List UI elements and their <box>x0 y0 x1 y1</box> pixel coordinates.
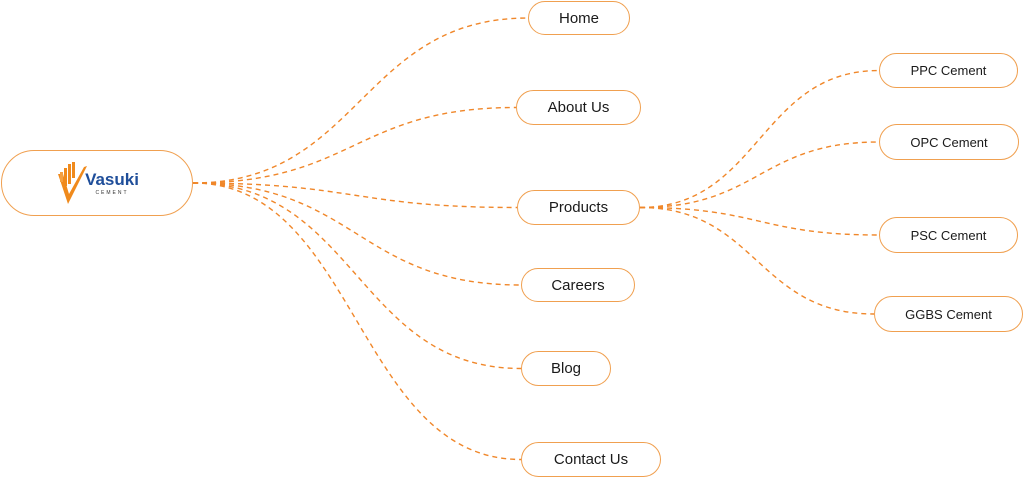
product-node-psc-cement[interactable]: PSC Cement <box>879 217 1018 253</box>
connector-products-to-ppc-cement <box>639 69 880 209</box>
node-label: Blog <box>550 360 582 377</box>
node-label: PPC Cement <box>910 63 987 78</box>
product-node-ppc-cement[interactable]: PPC Cement <box>879 53 1018 88</box>
connector-products-to-opc-cement <box>639 141 880 209</box>
brand-name: Vasuki <box>85 169 139 189</box>
node-label: OPC Cement <box>910 134 988 150</box>
vasuki-logo: Vasuki CEMENT <box>55 160 139 206</box>
connector-root-to-blog <box>192 182 522 370</box>
node-label: Home <box>558 9 599 27</box>
connector-products-to-psc-cement <box>639 206 880 236</box>
menu-node-about-us[interactable]: About Us <box>516 90 641 125</box>
node-label: Products <box>548 199 609 216</box>
connector-root-to-careers <box>192 182 522 286</box>
connector-products-to-ggbs-cement <box>639 206 875 315</box>
connector-root-to-home <box>192 17 529 184</box>
root-node-logo[interactable]: Vasuki CEMENT <box>1 150 193 216</box>
menu-node-careers[interactable]: Careers <box>521 268 635 302</box>
connector-root-to-contact-us <box>192 182 522 461</box>
menu-node-contact-us[interactable]: Contact Us <box>521 442 661 477</box>
vasuki-v-logo-icon <box>58 162 88 204</box>
node-label: Contact Us <box>553 451 629 468</box>
node-label: Careers <box>551 276 605 294</box>
product-node-opc-cement[interactable]: OPC Cement <box>879 124 1019 160</box>
node-label: GGBS Cement <box>905 306 992 322</box>
node-label: PSC Cement <box>910 227 987 243</box>
node-label: About Us <box>547 99 610 116</box>
menu-node-home[interactable]: Home <box>528 1 630 35</box>
menu-node-products[interactable]: Products <box>517 190 640 225</box>
connector-root-to-about-us <box>192 106 517 184</box>
menu-node-blog[interactable]: Blog <box>521 351 611 386</box>
brand-tagline: CEMENT <box>95 189 129 196</box>
product-node-ggbs-cement[interactable]: GGBS Cement <box>874 296 1023 332</box>
connector-root-to-products <box>192 182 518 209</box>
